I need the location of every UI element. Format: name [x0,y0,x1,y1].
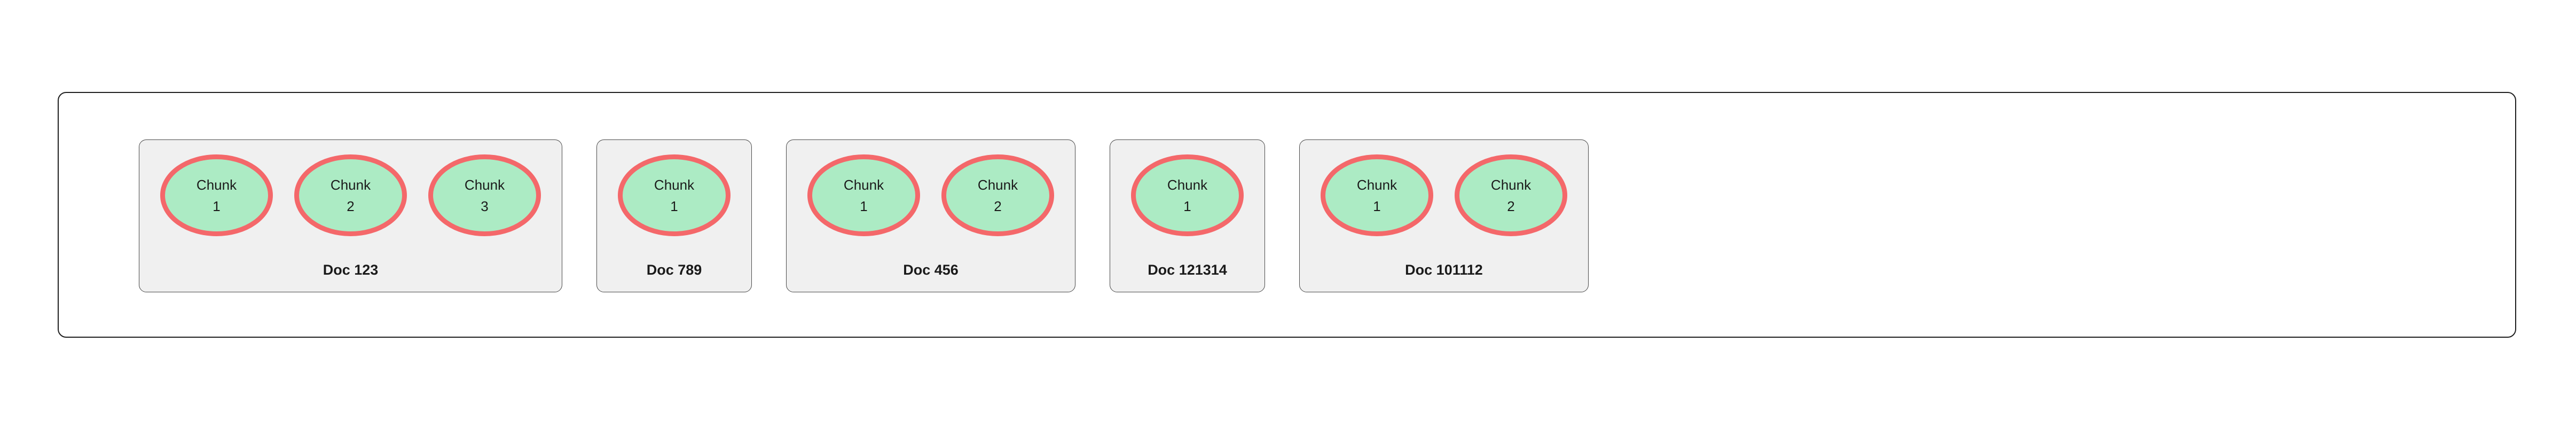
doc-title: Doc 123 [323,262,379,278]
doc-title: Doc 456 [903,262,959,278]
chunk-ellipse-icon [428,154,541,236]
chunk-ellipse-icon [160,154,273,236]
doc-title: Doc 789 [646,262,702,278]
chunk-ellipse-icon [1321,154,1433,236]
doc-title: Doc 121314 [1148,262,1227,278]
doc-title: Doc 101112 [1405,262,1483,278]
chunk-ellipse-icon [1131,154,1244,236]
chunk-ellipse-icon [807,154,920,236]
chunk-ellipse-icon [1455,154,1567,236]
chunk-ellipse-icon [294,154,407,236]
chunk-ellipse-icon [941,154,1054,236]
chunk-ellipse-icon [618,154,731,236]
